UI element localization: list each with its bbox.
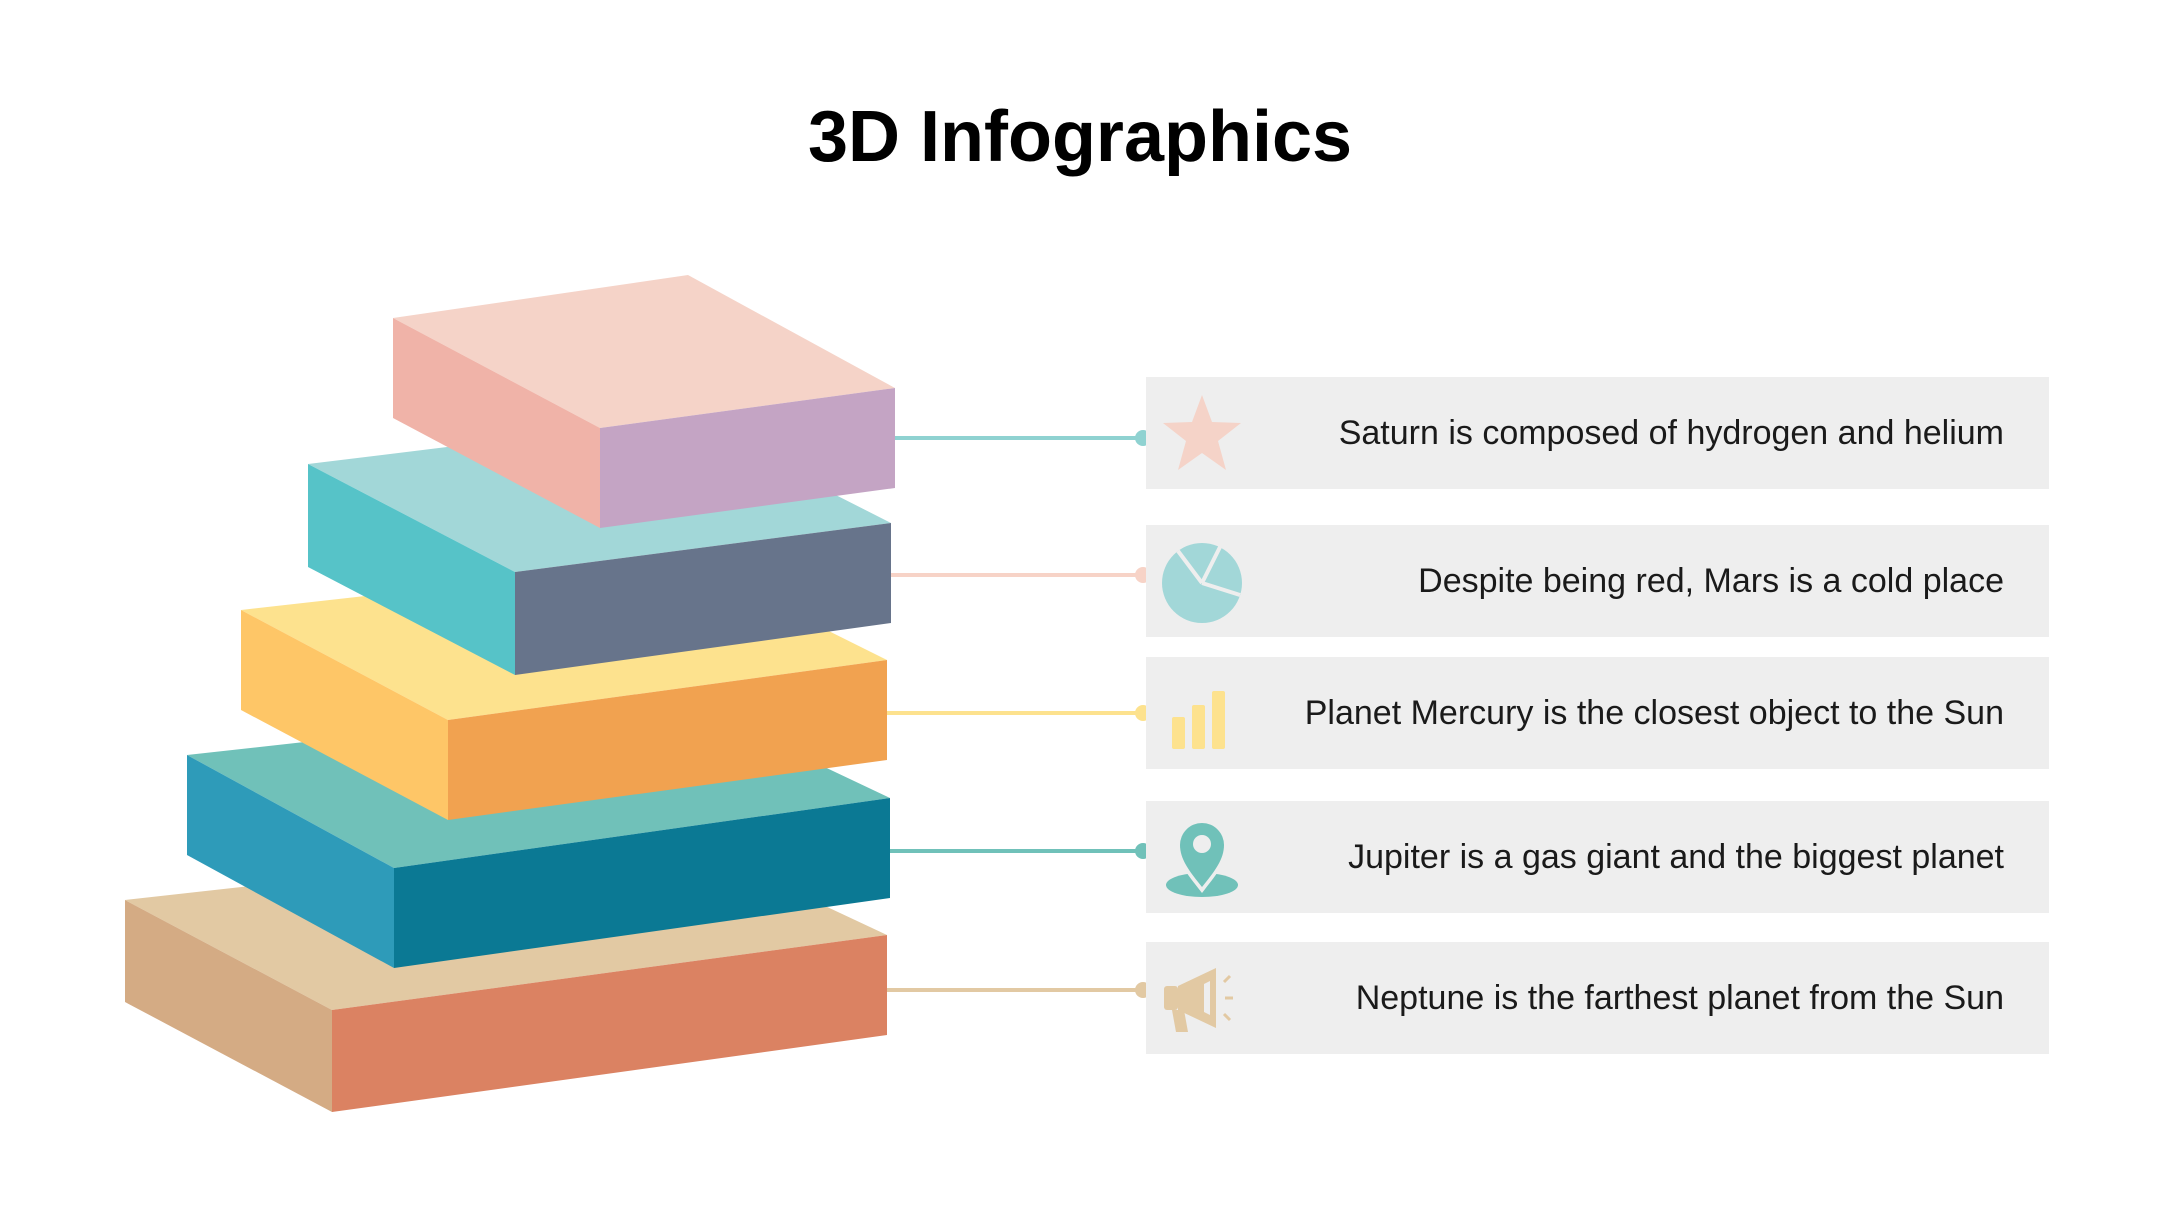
layer-5-front <box>332 935 887 1112</box>
page-title: 3D Infographics <box>807 97 1353 177</box>
layer-2-front <box>515 523 891 675</box>
connector-lines <box>887 430 1151 998</box>
layer-1 <box>393 275 895 528</box>
info-card-mars: Despite being red, Mars is a cold place <box>1146 525 2049 637</box>
info-card-text: Despite being red, Mars is a cold place <box>1418 562 2004 600</box>
layer-1-left <box>393 318 600 528</box>
info-card-text: Saturn is composed of hydrogen and heliu… <box>1338 414 2004 452</box>
layer-4-left <box>187 755 394 968</box>
location-pin-icon <box>1158 813 1246 901</box>
megaphone-icon <box>1158 954 1246 1042</box>
pie-chart-icon <box>1158 537 1246 625</box>
layer-3-front <box>448 660 887 820</box>
star-icon <box>1158 389 1246 477</box>
info-card-mercury: Planet Mercury is the closest object to … <box>1146 657 2049 769</box>
info-card-text: Planet Mercury is the closest object to … <box>1304 694 2004 732</box>
info-card-text: Neptune is the farthest planet from the … <box>1355 979 2004 1017</box>
info-card-text: Jupiter is a gas giant and the biggest p… <box>1348 838 2004 876</box>
layer-3-left <box>241 610 448 820</box>
layer-4-front <box>394 798 890 968</box>
info-card-neptune: Neptune is the farthest planet from the … <box>1146 942 2049 1054</box>
layer-2-left <box>308 464 515 675</box>
layer-5-left <box>125 900 332 1112</box>
bar-chart-icon <box>1158 669 1246 757</box>
info-card-saturn: Saturn is composed of hydrogen and heliu… <box>1146 377 2049 489</box>
layer-1-front <box>600 388 895 528</box>
info-card-jupiter: Jupiter is a gas giant and the biggest p… <box>1146 801 2049 913</box>
layer-1-top <box>393 275 895 428</box>
